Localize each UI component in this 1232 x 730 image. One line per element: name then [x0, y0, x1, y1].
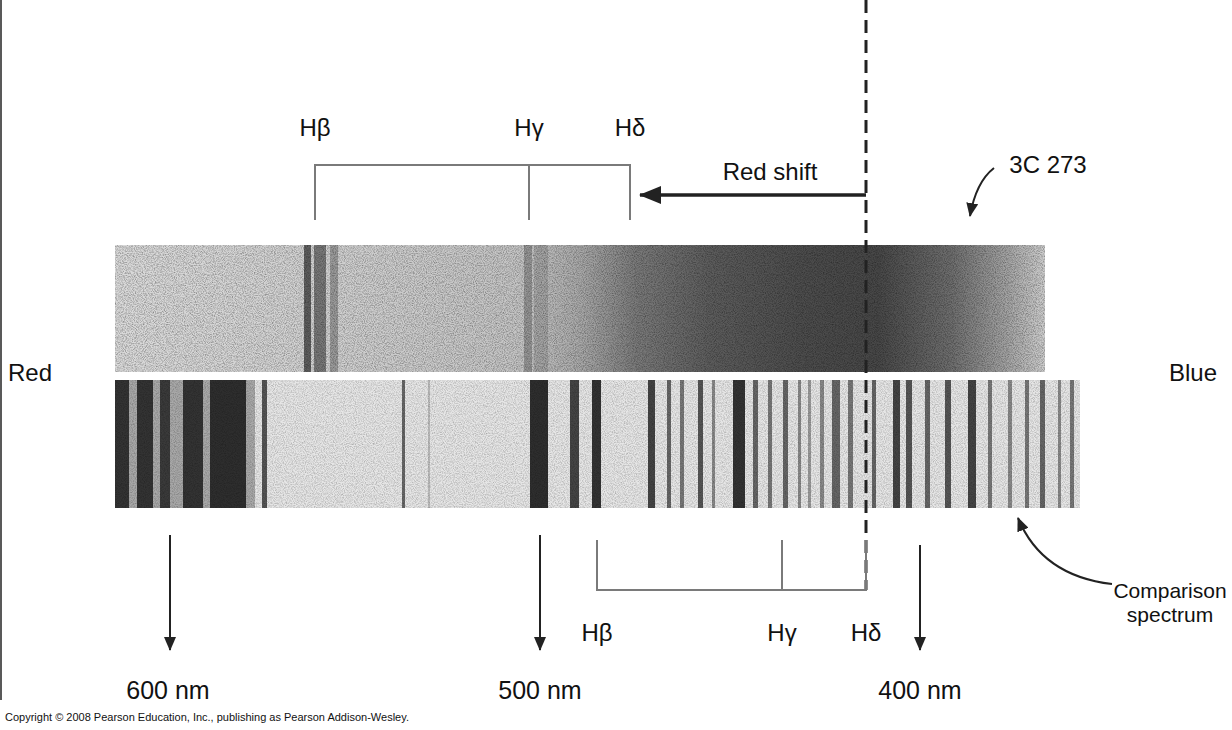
film-grain	[115, 245, 1045, 372]
copyright-note: Copyright © 2008 Pearson Education, Inc.…	[5, 711, 409, 724]
leader-arrow	[970, 168, 994, 216]
wavelength-label: 400 nm	[878, 676, 961, 705]
line-label: Hδ	[851, 619, 882, 647]
wavelength-label: 600 nm	[126, 676, 209, 705]
red-shift-arrow	[640, 193, 866, 197]
arrow-label: Red shift	[723, 158, 818, 186]
line-label: Hγ	[514, 114, 543, 142]
film-grain	[115, 380, 1080, 508]
object-label: 3C 273	[1009, 151, 1086, 179]
top-line-bracket	[315, 165, 630, 220]
reference-dashed-line	[865, 0, 868, 590]
quasar-spectrum	[115, 245, 1045, 372]
spectrum-label: Comparison spectrum	[1112, 579, 1228, 627]
wavelength-label: 500 nm	[498, 676, 581, 705]
comparison-spectrum	[115, 380, 1080, 508]
page-edge	[0, 0, 2, 700]
direction-label: Red	[8, 359, 52, 387]
leader-arrow	[1018, 518, 1112, 584]
line-label: Hγ	[767, 619, 796, 647]
bottom-line-bracket	[597, 540, 866, 590]
direction-label: Blue	[1169, 359, 1217, 387]
wavelength-arrows	[170, 535, 920, 650]
line-label: Hδ	[615, 114, 646, 142]
line-label: Hβ	[581, 619, 612, 647]
line-label: Hβ	[299, 114, 330, 142]
